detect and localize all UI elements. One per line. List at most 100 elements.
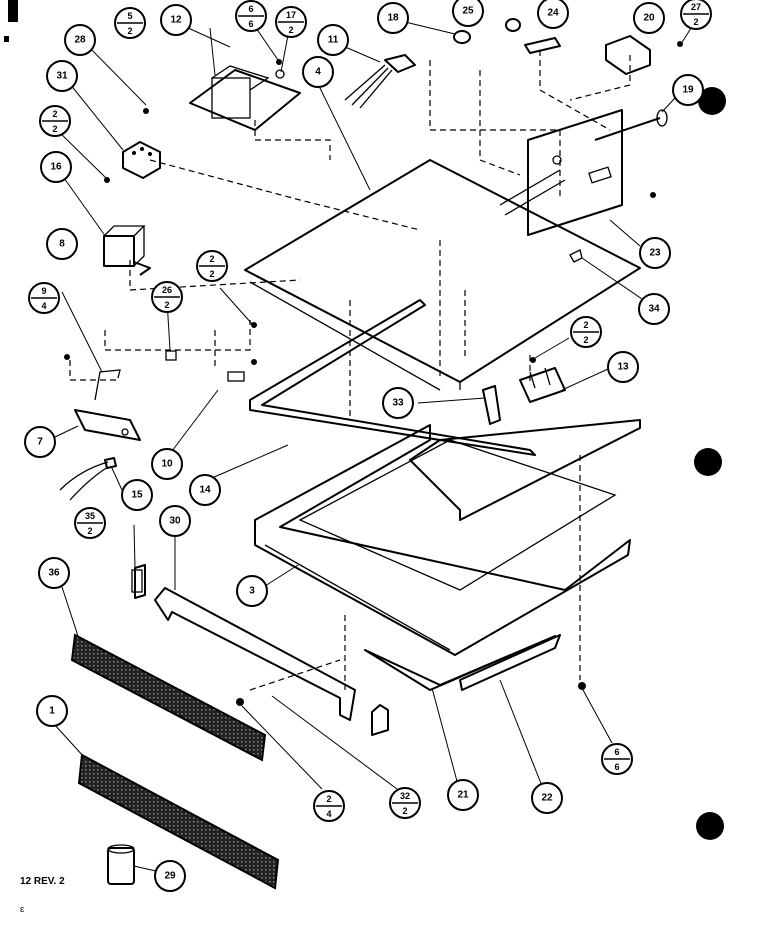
part-lower-grille <box>77 753 280 890</box>
callout-label: 18 <box>387 13 399 24</box>
callout-label: 21 <box>457 790 469 801</box>
fraction-bottom: 4 <box>326 809 331 819</box>
fraction-top: 35 <box>85 511 95 521</box>
fraction-bottom: 2 <box>87 526 92 536</box>
fraction-callout-2-2-center: 22 <box>196 250 228 282</box>
fraction-bottom: 2 <box>583 335 588 345</box>
callout-label: 28 <box>74 35 86 46</box>
fraction-bottom: 6 <box>614 762 619 772</box>
fraction-top: 2 <box>209 254 214 264</box>
fraction-callout-5-2: 52 <box>114 7 146 39</box>
scan-corner-mark <box>8 0 18 22</box>
callout-label: 22 <box>541 793 553 804</box>
fraction-top: 2 <box>583 320 588 330</box>
fraction-bottom: 2 <box>209 269 214 279</box>
callout-label: 36 <box>48 568 60 579</box>
fraction-callout-32-2: 32 2 <box>389 787 421 819</box>
revision-label: 12 REV. 2 <box>20 876 65 887</box>
callout-label: 20 <box>643 13 655 24</box>
callout-34: 34 <box>638 293 670 325</box>
callout-16: 16 <box>40 151 72 183</box>
callout-label: 30 <box>169 516 181 527</box>
callout-label: 13 <box>617 362 629 373</box>
part-front-rail <box>134 564 389 736</box>
callout-label: 12 <box>170 15 182 26</box>
callout-label: 1 <box>49 706 55 717</box>
callout-label: 19 <box>682 85 694 96</box>
callout-label: 15 <box>131 490 143 501</box>
fraction-top: 9 <box>41 286 46 296</box>
part-wire-lead <box>59 457 117 501</box>
binder-hole-top <box>698 87 726 115</box>
callout-1: 1 <box>36 695 68 727</box>
callout-23: 23 <box>639 237 671 269</box>
fraction-top: 5 <box>127 11 132 21</box>
callout-label: 23 <box>649 248 661 259</box>
callout-8: 8 <box>46 228 78 260</box>
fraction-top: 32 <box>400 791 410 801</box>
fraction-bottom: 2 <box>402 806 407 816</box>
callout-10: 10 <box>151 448 183 480</box>
part-small-connectors <box>453 18 651 263</box>
callout-22: 22 <box>531 782 563 814</box>
callout-3: 3 <box>236 575 268 607</box>
fraction-bottom: 2 <box>164 300 169 310</box>
fraction-bottom: 2 <box>127 26 132 36</box>
callout-label: 8 <box>59 239 65 250</box>
fraction-callout-26-2: 26 2 <box>151 281 183 313</box>
scan-speck <box>4 36 9 42</box>
part-trim-strips <box>364 634 561 691</box>
callout-label: 33 <box>392 398 404 409</box>
callout-label: 24 <box>547 8 559 19</box>
fraction-top: 2 <box>52 109 57 119</box>
callout-label: 16 <box>50 162 62 173</box>
fraction-callout-6-6-top: 66 <box>235 0 267 32</box>
callout-label: 7 <box>37 437 43 448</box>
part-relay-bracket <box>482 367 566 425</box>
callout-label: 3 <box>249 586 255 597</box>
callout-20: 20 <box>633 2 665 34</box>
fraction-top: 2 <box>326 794 331 804</box>
callout-label: 4 <box>315 67 321 78</box>
fraction-callout-2-4: 24 <box>313 790 345 822</box>
part-wire-harness-connector <box>344 54 416 109</box>
callout-12: 12 <box>160 4 192 36</box>
part-heater-rod-bracket <box>499 109 668 236</box>
callout-28: 28 <box>64 24 96 56</box>
part-top-panel <box>244 159 641 391</box>
callout-label: 34 <box>648 304 660 315</box>
fraction-bottom: 2 <box>52 124 57 134</box>
scan-corner-glyph: ɛ <box>20 904 24 914</box>
part-capacitor <box>74 369 141 441</box>
part-terminal-block <box>122 141 161 179</box>
callout-25: 25 <box>452 0 484 27</box>
fraction-top: 27 <box>691 2 701 12</box>
fraction-bottom: 2 <box>288 25 293 35</box>
fraction-callout-35-2: 35 2 <box>74 507 106 539</box>
callout-19: 19 <box>672 74 704 106</box>
callout-33: 33 <box>382 387 414 419</box>
fraction-callout-6-6-bottom: 66 <box>601 743 633 775</box>
callout-11: 11 <box>317 24 349 56</box>
fraction-callout-2-2-right: 22 <box>570 316 602 348</box>
fraction-callout-2-2-left: 22 <box>39 105 71 137</box>
part-base-tray <box>254 419 641 656</box>
fraction-bottom: 6 <box>248 19 253 29</box>
fraction-bottom: 2 <box>693 17 698 27</box>
callout-7: 7 <box>24 426 56 458</box>
callout-36: 36 <box>38 557 70 589</box>
callout-21: 21 <box>447 779 479 811</box>
fraction-callout-27-2: 27 2 <box>680 0 712 30</box>
leader-lines <box>53 21 694 873</box>
part-mid-frame <box>249 299 536 456</box>
part-upper-grille <box>70 633 267 762</box>
part-control-board <box>189 65 301 131</box>
fraction-bottom: 4 <box>41 301 46 311</box>
callout-4: 4 <box>302 56 334 88</box>
fraction-callout-9-4: 94 <box>28 282 60 314</box>
callout-18: 18 <box>377 2 409 34</box>
callout-31: 31 <box>46 60 78 92</box>
callout-label: 31 <box>56 71 68 82</box>
fraction-top: 26 <box>162 285 172 295</box>
